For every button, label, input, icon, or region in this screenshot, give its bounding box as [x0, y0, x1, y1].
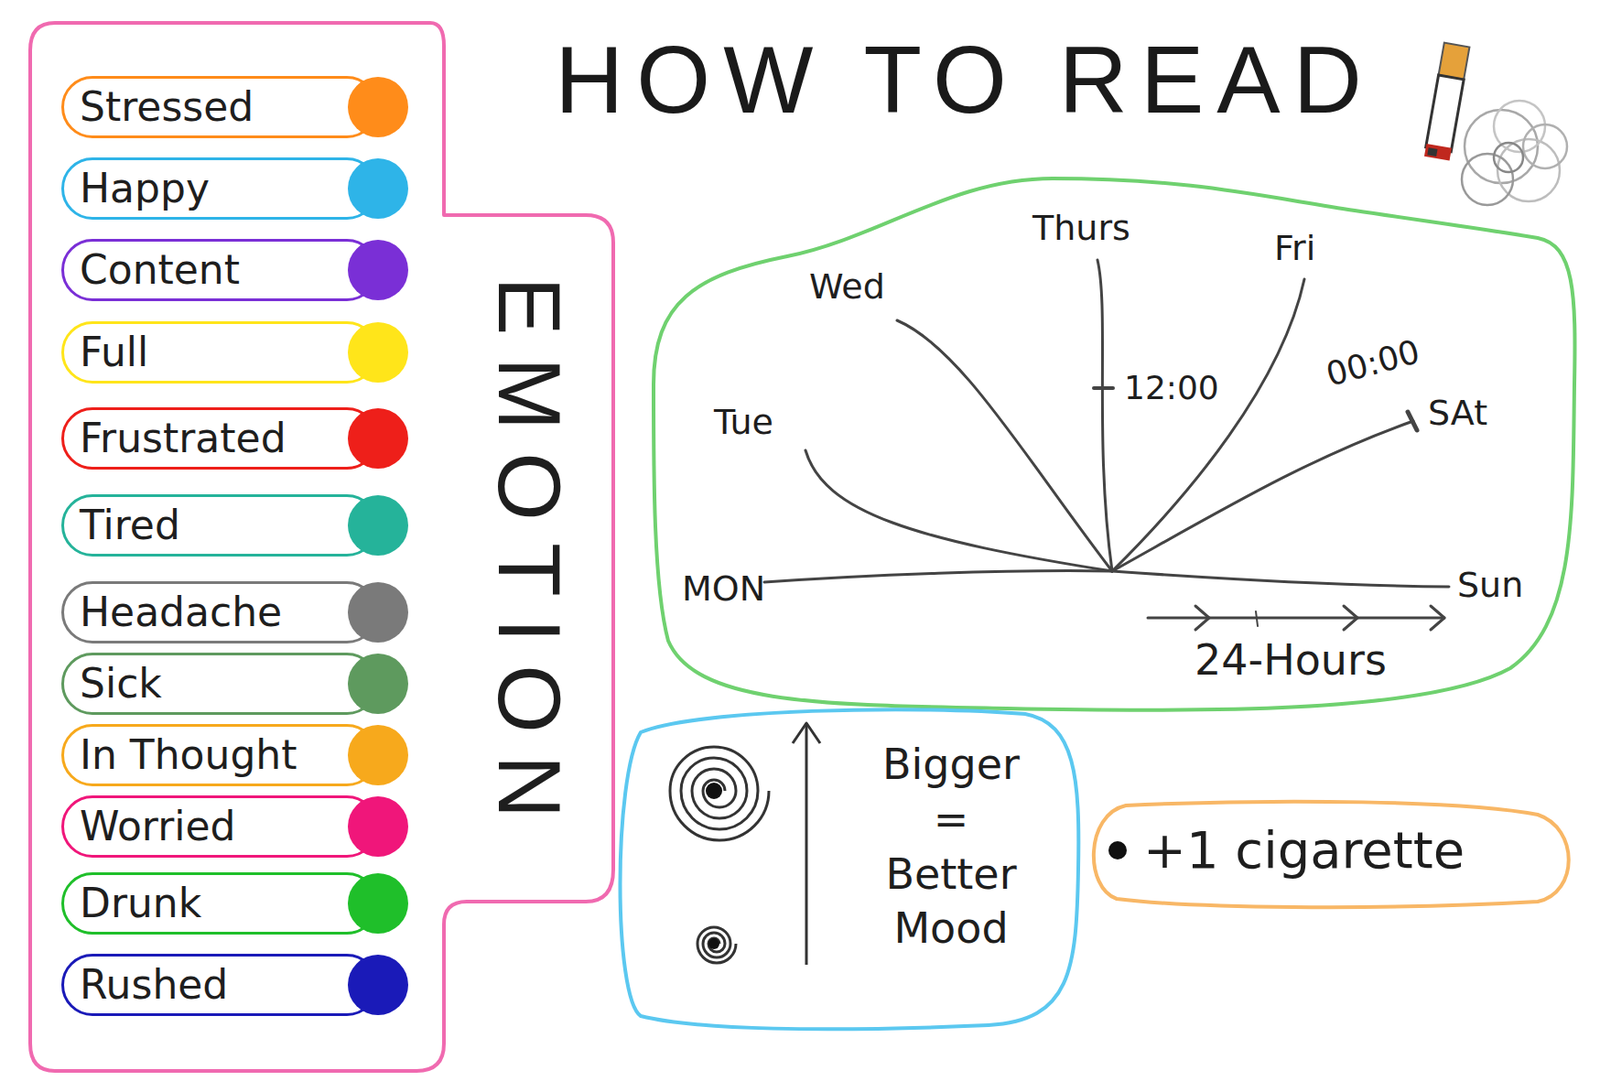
color-swatch — [347, 873, 409, 934]
legend-label: Stressed — [79, 84, 254, 131]
legend-entry: Drunk — [61, 872, 410, 935]
day-label: MON — [681, 569, 766, 610]
legend-entry: Frustrated — [61, 407, 410, 470]
color-swatch — [347, 408, 409, 469]
day-label: Wed — [809, 267, 886, 308]
legend-label: Tired — [79, 502, 181, 550]
outline-path — [620, 709, 1080, 1029]
axis-label: 24-Hours — [1194, 636, 1387, 685]
legend-label: Full — [79, 329, 149, 377]
diagram-title: HOW TO READ — [554, 27, 1375, 132]
day-label: SAt — [1427, 393, 1488, 434]
color-swatch — [347, 582, 409, 643]
legend-label: Sick — [79, 660, 163, 708]
week-panel: MON Tue Wed Thurs FriSAtSun 12:00 00:00 24-Hour… — [653, 173, 1578, 714]
day-label: Tue — [713, 402, 774, 444]
spiral-dot — [708, 938, 720, 950]
color-swatch — [347, 653, 409, 714]
mood-note: Bigger = Better Mood — [854, 737, 1048, 957]
legend-label: Content — [79, 247, 240, 294]
day-label: Sun — [1457, 565, 1524, 606]
legend-label: Worried — [79, 803, 236, 851]
day-label: Thurs — [1032, 208, 1131, 249]
color-swatch — [347, 76, 409, 138]
time-arrow — [1147, 605, 1445, 630]
cigarette-key-box: +1 cigarette — [1086, 800, 1578, 909]
outline — [653, 173, 1578, 714]
legend-entry: Worried — [61, 795, 410, 858]
cigarette-dot — [1108, 841, 1127, 860]
legend-label: In Thought — [79, 732, 298, 779]
cigarette-icon — [1424, 43, 1470, 162]
legend-entry: Rushed — [61, 953, 410, 1017]
emotion-heading: EMOTION — [478, 276, 580, 841]
legend-label: Happy — [79, 165, 210, 213]
outline-path — [1093, 801, 1569, 908]
legend-entry: Happy — [61, 157, 410, 220]
outline-path — [653, 178, 1576, 711]
time-label: 00:00 — [1321, 332, 1424, 394]
color-swatch — [347, 724, 409, 786]
legend-entry: Headache — [61, 581, 410, 644]
color-swatch — [347, 796, 409, 857]
color-swatch — [347, 322, 409, 383]
color-swatch — [347, 158, 409, 219]
legend-entry: Stressed — [61, 75, 410, 139]
color-swatch — [347, 954, 409, 1016]
legend-entry: In Thought — [61, 724, 410, 787]
legend-label: Rushed — [79, 962, 228, 1009]
legend-label: Headache — [79, 589, 282, 637]
spiral-dot — [705, 782, 723, 800]
mood-spirals — [670, 723, 821, 965]
legend-entry: Tired — [61, 494, 410, 557]
smoke-scribble — [1461, 100, 1568, 206]
mood-scale-box: Bigger = Better Mood — [612, 703, 1081, 1031]
legend-label: Frustrated — [79, 415, 287, 463]
legend-label: Drunk — [79, 880, 202, 928]
color-swatch — [347, 239, 409, 301]
time-label: 12:00 — [1124, 368, 1220, 407]
outline-path — [30, 22, 614, 1071]
week-fan — [764, 259, 1449, 587]
day-label: Fri — [1274, 228, 1316, 270]
legend-entry: Sick — [61, 652, 410, 715]
color-swatch — [347, 495, 409, 556]
legend-entry: Full — [61, 321, 410, 384]
legend-entry: Content — [61, 238, 410, 302]
cigarette-note: +1 cigarette — [1143, 821, 1465, 880]
